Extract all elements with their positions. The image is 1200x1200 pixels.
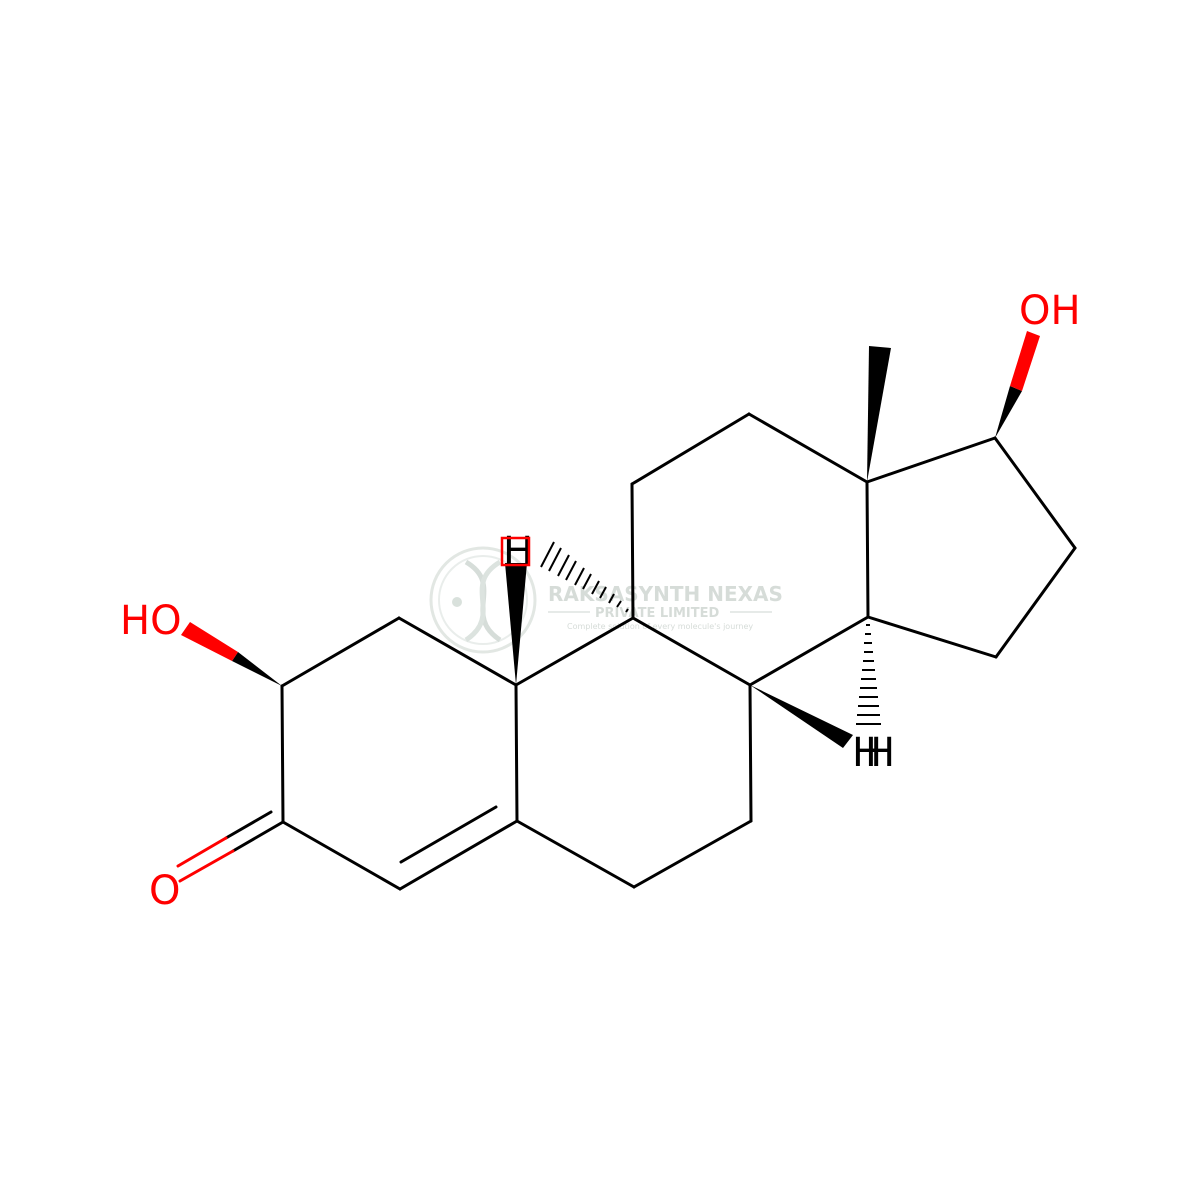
bond-c9-c10 [514,616,635,687]
atom-label-o-ketone: O [149,868,180,914]
wedge-c17-oh-red [1010,331,1040,391]
bond-c14-c8 [748,615,870,687]
watermark-subtitle: PRIVATE LIMITED [595,606,720,621]
bond-c3-o-a [231,820,285,853]
bond-c17-c16 [993,436,1077,550]
wedge-c8-h [750,685,853,748]
bond-c10-c1 [397,616,518,687]
bond-c3-o-c [224,810,273,840]
atom-label-oh-c2: HO [120,598,182,644]
bonds [176,412,1077,891]
bond-c4-c5-inner [399,805,498,864]
watermark: RAKSASYNTH NEXAS PRIVATE LIMITED Complet… [429,546,783,654]
bond-c13-c14 [865,480,870,619]
bond-c6-c7 [632,819,753,889]
bond-c5-c10 [514,683,519,823]
wedge-c17-oh-black [995,386,1022,438]
bond-c1-c2 [280,616,401,688]
wedge-c13-methyl [867,346,891,482]
wedge-bonds [181,331,1040,748]
bond-c9-c11 [630,482,635,620]
bond-c15-c14 [866,615,998,659]
atom-label-oh-c17: OH [1019,288,1081,334]
bond-c3-o-b [178,849,235,883]
atom-label-box-c10 [500,536,531,567]
wedge-c2-oh-red [181,622,238,661]
atom-label-h-c8: H [852,730,882,776]
bond-c8-c9 [631,616,752,687]
bond-c11-c12 [630,412,751,486]
bond-c4-c5 [398,819,519,891]
wedge-c10-h [505,563,527,685]
hash-wedge-c14-h [856,624,881,725]
dna-helix-logo [429,546,537,654]
bond-c2-c3 [280,684,285,824]
atom-labels: O HO OH H H H [120,288,1081,914]
bond-c3-o-d [176,836,228,868]
watermark-tagline: Complete solution of every molecule's jo… [567,622,753,631]
bond-c3-c4 [281,820,402,891]
hash-wedge-c9-h [540,541,629,613]
bond-c12-c13 [747,412,869,484]
bond-c7-c8 [748,683,753,823]
bond-c16-c15 [994,546,1077,659]
watermark-title: RAKSASYNTH NEXAS [548,582,783,606]
bond-c5-c6 [515,819,636,889]
wedge-c2-oh-black [232,652,282,686]
bond-c13-c17 [865,436,997,484]
atom-label-h-c14: H [865,730,895,776]
